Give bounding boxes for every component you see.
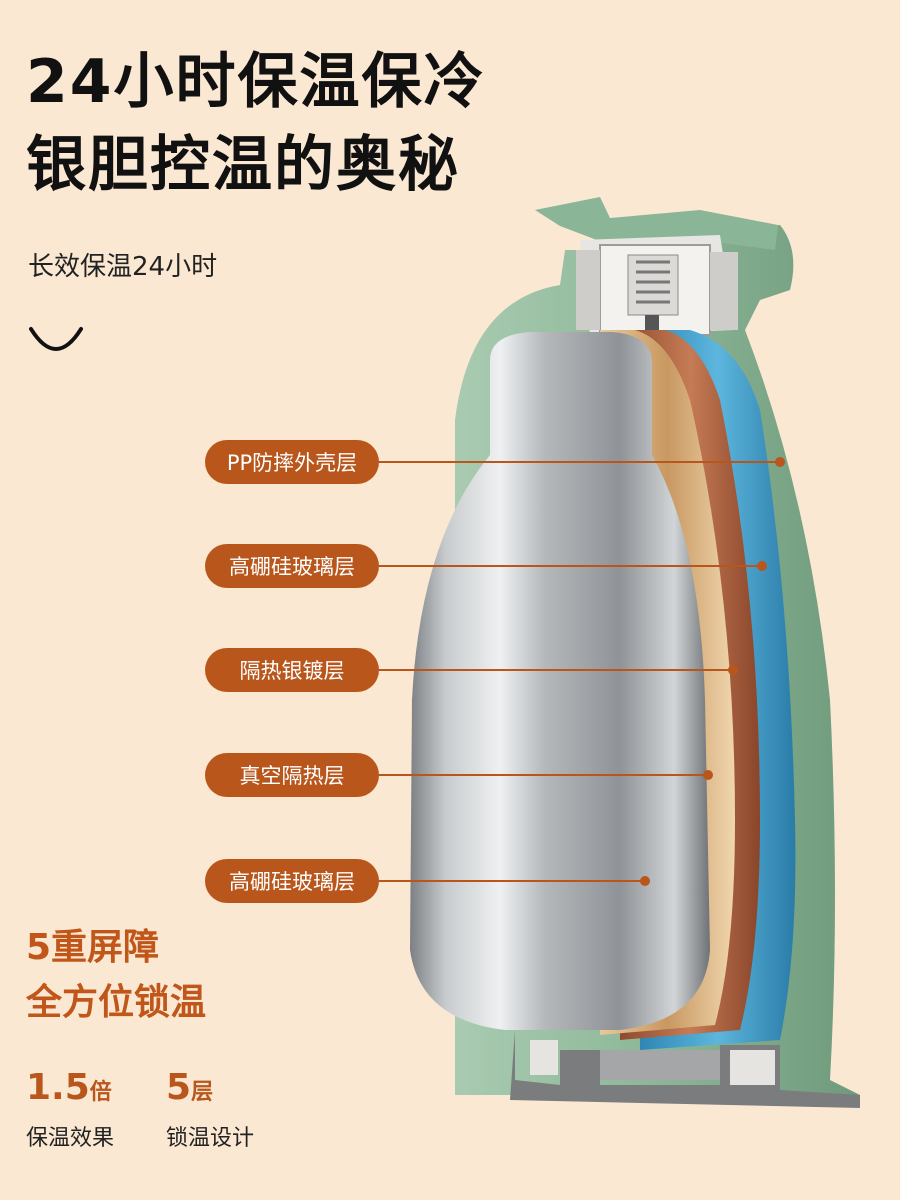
stat-layers: 5层 锁温设计	[166, 1070, 254, 1152]
layer-label-silver-coating: 隔热银镀层	[205, 648, 379, 692]
layer-label-vacuum: 真空隔热层	[205, 753, 379, 797]
layer-label-borosilicate-inner: 高硼硅玻璃层	[205, 859, 379, 903]
stat-value: 1.5	[26, 1067, 90, 1108]
stat-label: 锁温设计	[166, 1126, 255, 1151]
stat-unit: 层	[191, 1080, 214, 1105]
layer-label-borosilicate-outer: 高硼硅玻璃层	[205, 544, 379, 588]
smile-curve-icon	[29, 327, 83, 351]
layer-label-pp-shell: PP防摔外壳层	[205, 440, 379, 484]
stat-label: 保温效果	[26, 1126, 115, 1151]
subtitle: 长效保温24小时	[28, 252, 218, 282]
stat-value: 5	[166, 1067, 192, 1108]
barrier-line-2: 全方位锁温	[26, 982, 207, 1023]
barrier-line-1: 5重屏障	[26, 927, 160, 968]
stat-insulation: 1.5倍 保温效果	[26, 1070, 114, 1152]
stat-unit: 倍	[89, 1080, 112, 1105]
headline-line-1: 24小时保温保冷	[26, 47, 486, 117]
headline-line-2: 银胆控温的奥秘	[26, 130, 460, 200]
